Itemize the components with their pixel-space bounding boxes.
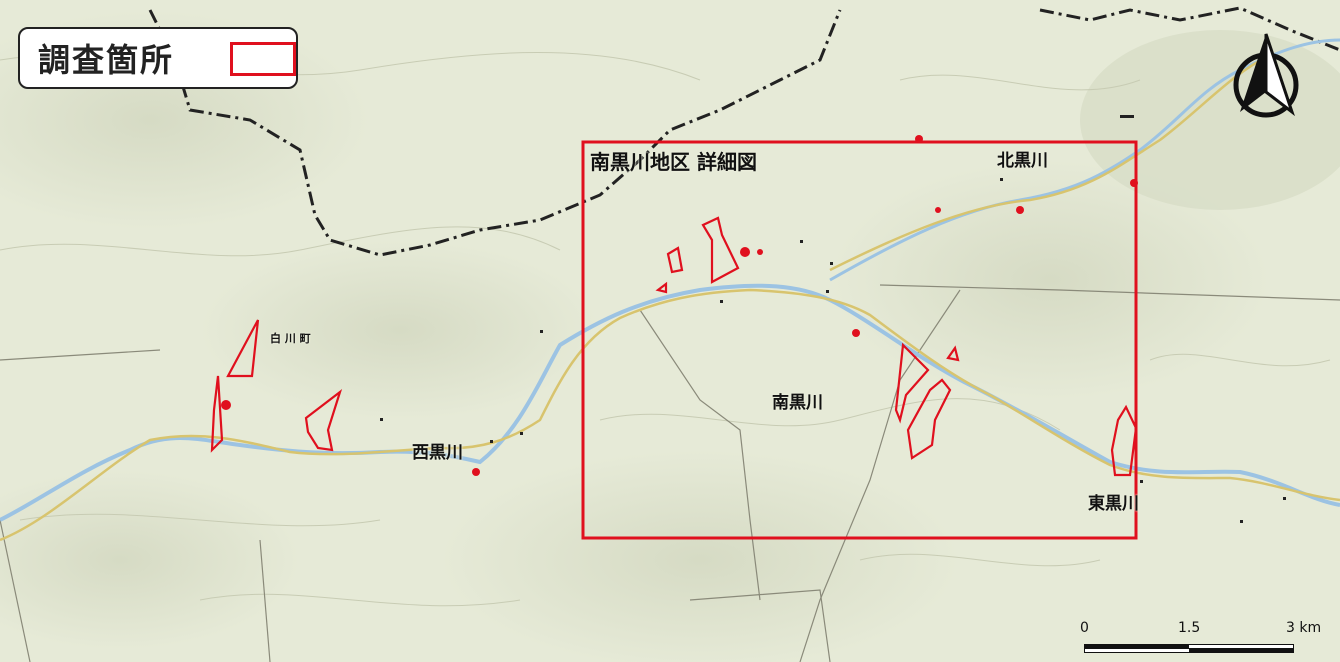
place-label-minamikurokawa: 南黒川	[772, 393, 823, 413]
legend-label: 調査箇所	[38, 41, 175, 79]
north-arrow-icon	[1233, 33, 1299, 118]
scale-tick-0: 0	[1080, 620, 1089, 636]
river	[0, 283, 1340, 522]
building-markers	[380, 115, 1286, 523]
place-label-higashikurokawa: 東黒川	[1088, 494, 1139, 514]
survey-site	[226, 319, 260, 378]
legend-swatch	[230, 42, 296, 76]
main-road	[0, 288, 1340, 542]
detail-area-box	[581, 140, 1138, 540]
detail-map-label: 南黒川地区 詳細図	[590, 150, 757, 174]
survey-site	[210, 375, 224, 453]
survey-site	[1110, 404, 1138, 477]
survey-site	[946, 345, 960, 362]
survey-site	[894, 342, 930, 424]
north-road	[829, 53, 1271, 272]
survey-site	[655, 281, 668, 294]
survey-site	[740, 247, 750, 257]
survey-site	[1130, 179, 1138, 187]
survey-site	[915, 135, 923, 143]
scale-tick-2: 3 km	[1286, 620, 1322, 636]
survey-site	[472, 468, 480, 476]
survey-site	[666, 246, 684, 274]
survey-sites	[210, 216, 1138, 477]
scale-bar: 0 1.5 3 km	[1074, 618, 1336, 660]
survey-site	[701, 216, 740, 284]
scale-bar-graphic	[1084, 644, 1294, 653]
survey-site	[757, 249, 763, 255]
survey-site	[935, 207, 941, 213]
survey-site	[1016, 206, 1024, 214]
legend-box: 調査箇所	[18, 27, 298, 89]
survey-site	[906, 378, 952, 460]
place-label-nishikurokawa: 西黒川	[412, 443, 463, 463]
minor-roads	[0, 284, 1340, 662]
survey-site	[852, 329, 860, 337]
place-label-kitakurokawa: 北黒川	[997, 151, 1048, 171]
scale-tick-1: 1.5	[1178, 620, 1201, 636]
survey-site	[304, 389, 343, 452]
survey-points	[221, 135, 1138, 476]
survey-site	[221, 400, 231, 410]
place-label-shirakawa: 白 川 町	[270, 332, 311, 345]
terrain-shading	[0, 10, 1340, 662]
boundary-line	[148, 6, 1340, 257]
